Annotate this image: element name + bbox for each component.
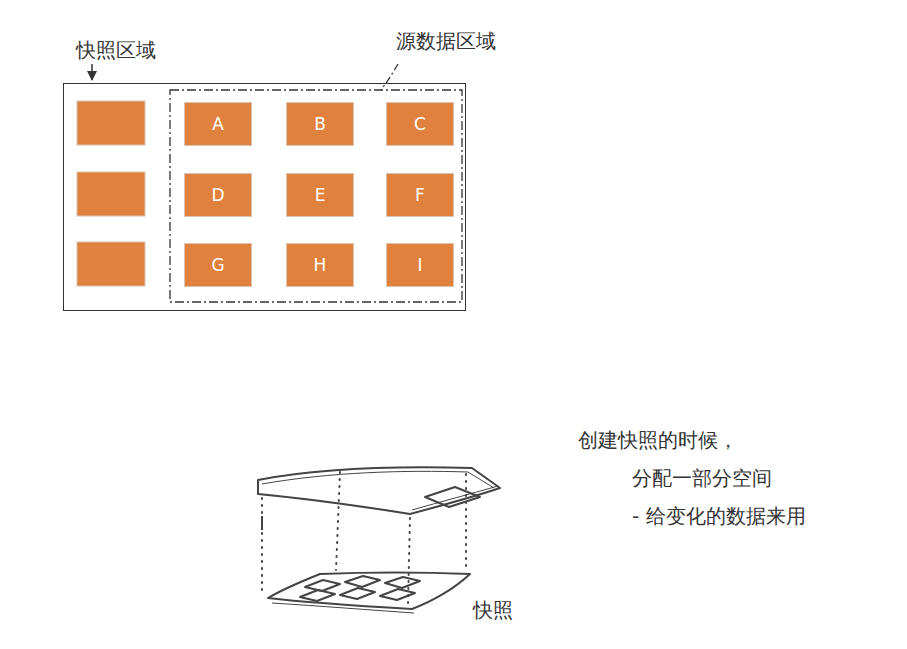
sketch-caption: 快照 <box>473 598 513 622</box>
block-letter: A <box>212 116 224 133</box>
note-text: 创建快照的时候， <box>578 428 738 452</box>
data-block: B <box>286 102 354 146</box>
block-letter: C <box>414 116 426 133</box>
block-letter: H <box>314 257 327 274</box>
block-letter: G <box>211 257 224 274</box>
snapshot-block <box>77 101 145 286</box>
data-block: I <box>386 243 454 287</box>
sketch-layer <box>258 467 500 613</box>
region-label: 源数据区域 <box>396 29 496 53</box>
data-block: D <box>184 173 252 217</box>
block-letter: I <box>417 257 422 274</box>
note-text: 分配一部分空间 <box>632 466 772 490</box>
leader-line <box>381 64 398 90</box>
source-region: ABCDEFGHI源数据区域 <box>169 89 463 303</box>
leader-arrow <box>91 64 93 80</box>
note-text: - 给变化的数据来用 <box>632 504 806 528</box>
dash-dot-rect <box>170 90 462 302</box>
data-block: A <box>184 102 252 146</box>
block-letter: B <box>314 116 326 133</box>
data-block: F <box>386 173 454 217</box>
snapshot-region: ABCDEFGHI源数据区域快照区域 <box>63 83 466 311</box>
region-label: 快照区域 <box>76 38 156 62</box>
data-block: E <box>286 173 354 217</box>
data-block: G <box>184 243 252 287</box>
block-letter: E <box>315 187 326 204</box>
block-letter: D <box>211 187 224 204</box>
data-block: H <box>286 243 354 287</box>
data-block: C <box>386 102 454 146</box>
block-letter: F <box>415 187 425 204</box>
